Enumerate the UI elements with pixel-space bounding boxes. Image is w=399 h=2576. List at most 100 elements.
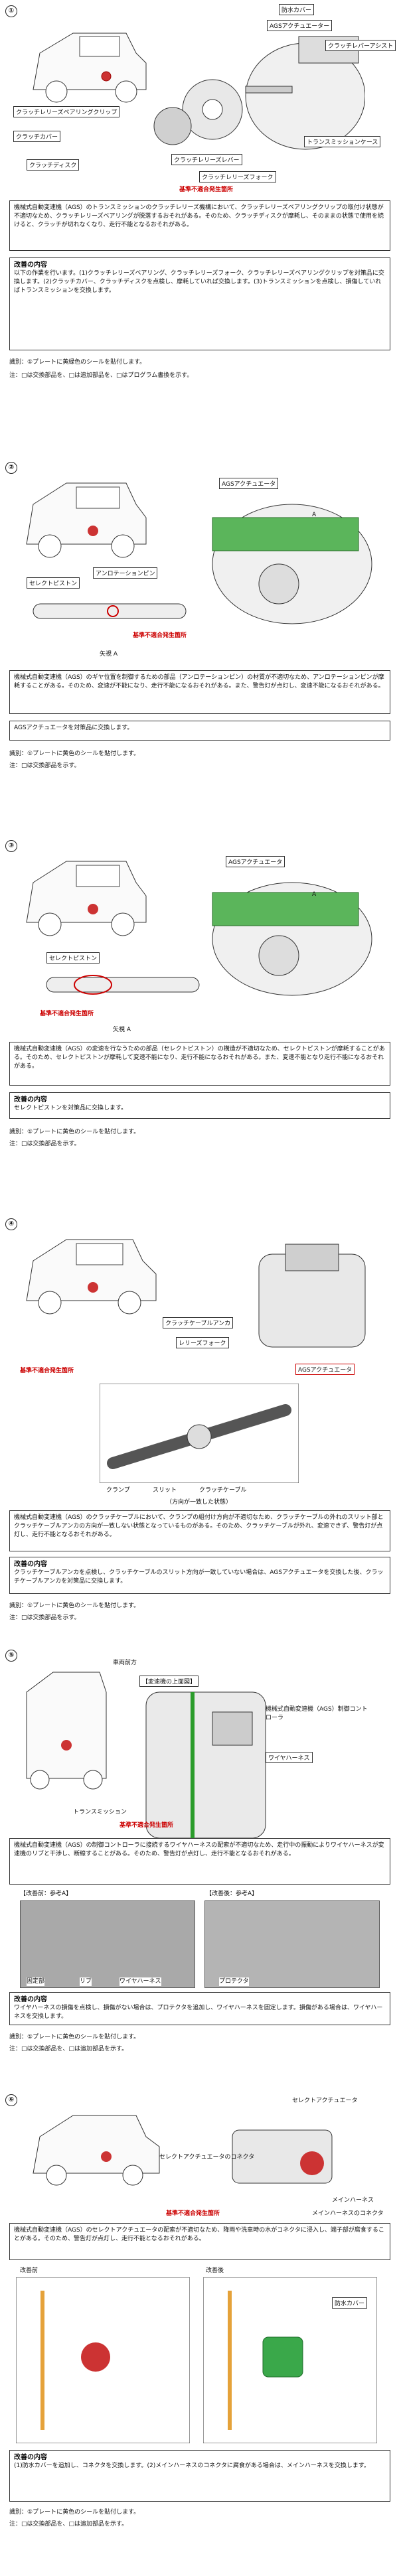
a-marker: A	[312, 891, 317, 898]
marking-legend: 注：□は交換部品を示す。	[9, 1614, 80, 1621]
fix-content-box: 改善の内容 以下の作業を行います。(1)クラッチレリーズベアリング、クラッチレリ…	[9, 257, 390, 350]
fix-title: 改善の内容	[14, 1561, 47, 1568]
ags-top-view-label: 【変速機の上面図】	[139, 1676, 199, 1687]
transmission-label: トランスミッション	[73, 1809, 127, 1816]
section-1: ① 防水カバー AGSアクチュエーター クラッチレバーアシスト クラッチレリーズ…	[0, 0, 399, 445]
vehicle-front-label: 車両前方	[113, 1660, 137, 1666]
vehicle-illustration	[26, 1672, 107, 1790]
transmission-case-label: トランスミッションケース	[304, 136, 381, 147]
section-number: ④	[5, 1218, 17, 1230]
vehicle-illustration	[33, 2115, 160, 2186]
section-3: ③ AGSアクチュエータ A セレクトピストン 基準不適合発生箇所 矢視 A 機…	[0, 836, 399, 1208]
fix-content-box: AGSアクチュエータを対策品に交換します。	[9, 721, 390, 741]
ags-actuator-label: AGSアクチュエーター	[267, 20, 333, 31]
marking-legend: 注：□は交換部品を、□は追加部品を、□はプログラム書換を示す。	[9, 372, 193, 379]
ags-actuator-label: AGSアクチュエータ	[295, 1364, 355, 1375]
waterproof-cover-label: 防水カバー	[332, 2297, 368, 2309]
main-harness-label: メインハーネス	[332, 2197, 374, 2204]
defect-location-label: 基準不適合発生箇所	[166, 2210, 220, 2217]
ags-actuator-illustration	[212, 882, 372, 996]
ags-actuator-label: AGSアクチュエータ	[219, 478, 279, 489]
select-actuator-illustration	[232, 2129, 333, 2184]
section-number: ③	[5, 840, 17, 852]
select-piston-illustration	[46, 975, 200, 995]
ags-actuator-illustration	[212, 504, 372, 624]
vehicle-illustration	[26, 482, 147, 558]
ags-actuator-label: AGSアクチュエータ	[226, 856, 285, 867]
fix-content-box: 改善の内容 ワイヤハーネスの損傷を点検し、損傷がない場合は、プロテクタを追加し、…	[9, 1992, 390, 2025]
section-5: ⑤ 車両前方 【変速機の上面図】 機械式自動変速機（AGS）制御コントローラ ワ…	[0, 1646, 399, 2084]
release-fork-label: レリーズフォーク	[176, 1337, 229, 1348]
harness-label: ワイヤハーネス	[120, 1977, 161, 1986]
marking-legend: 注：□は交換部品を、□は追加部品を示す。	[9, 2521, 128, 2528]
dust-cover-label: 防水カバー	[279, 4, 315, 15]
view-a-label: 矢視 A	[100, 651, 118, 658]
clutch-cable-anchor-label: クラッチケーブルアンカ	[163, 1317, 234, 1328]
section-2: ② AGSアクチュエータ A セレクトピストン アンロテーションピン 基準不適合…	[0, 458, 399, 829]
fix-text: 以下の作業を行います。(1)クラッチレリーズベアリング、クラッチレリーズフォーク…	[14, 270, 384, 294]
defect-description: 機械式自動変速機（AGS）の変速を行なうための部品（セレクトピストン）の構造が不…	[9, 1042, 390, 1086]
fix-text: クラッチケーブルアンカを点検し、クラッチケーブルのスリット方向が一致していない場…	[14, 1569, 384, 1585]
before-photo	[20, 1900, 195, 1988]
protector-label: プロテクタ	[219, 1977, 249, 1986]
fix-text: ワイヤハーネスの損傷を点検し、損傷がない場合は、プロテクタを追加し、ワイヤハーネ…	[14, 2005, 383, 2020]
transmission-top-illustration	[145, 1691, 266, 1839]
clutch-cable-detail-illustration	[100, 1384, 299, 1483]
fix-text: セレクトピストンを対策品に交換します。	[14, 1105, 127, 1111]
defect-location-label: 基準不適合発生箇所	[133, 632, 187, 639]
after-label: 【改善後：参考A】	[206, 1891, 258, 1897]
clamp-before-label: 固定部	[27, 1977, 45, 1986]
clutch-cover-label: クラッチカバー	[13, 131, 61, 142]
select-actuator-label: セレクトアクチュエータ	[292, 2098, 358, 2104]
select-piston-label: セレクトピストン	[27, 577, 80, 589]
clutch-cable-label: クラッチケーブル	[199, 1487, 247, 1494]
defect-description: 機械式自動変速機（AGS）のギヤ位置を制御するための部品（アンロテーションピン）…	[9, 670, 390, 714]
marking-text: 識別：①プレートに黄色のシールを貼付します。	[9, 1603, 140, 1609]
fix-title: 改善の内容	[14, 261, 47, 269]
clamp-label: クランプ	[106, 1487, 130, 1494]
vehicle-illustration	[26, 861, 147, 936]
a-marker: A	[312, 512, 317, 518]
fix-content-box: 改善の内容 クラッチケーブルアンカを点検し、クラッチケーブルのスリット方向が一致…	[9, 1557, 390, 1594]
defect-description: 機械式自動変速機（AGS）のトランスミッションのクラッチレリーズ機構において、ク…	[9, 200, 390, 251]
defect-location-label: 基準不適合発生箇所	[120, 1822, 174, 1829]
clutch-lever-assist-label: クラッチレバーアシスト	[325, 40, 396, 51]
before-diagram	[16, 2277, 190, 2443]
marking-legend: 注：□は交換部品を示す。	[9, 762, 80, 769]
fix-content-box: 改善の内容 セレクトピストンを対策品に交換します。	[9, 1092, 390, 1119]
section-6: ⑥ セレクトアクチュエータ セレクトアクチュエータのコネクタ メインハーネス メ…	[0, 2090, 399, 2576]
before-label: 改善前	[20, 2267, 39, 2274]
defect-description: 機械式自動変速機（AGS）のクラッチケーブルにおいて、クランプの組付け方向が不適…	[9, 1510, 390, 1551]
clutch-release-fork-label: クラッチレリーズフォーク	[199, 171, 276, 182]
fix-text: (1)防水カバーを追加し、コネクタを交換します。(2)メインハーネスのコネクタに…	[14, 2463, 370, 2469]
section-number: ⑥	[5, 2094, 17, 2106]
defect-location-label: 基準不適合発生箇所	[20, 1368, 74, 1374]
section-4: ④ クラッチケーブルアンカ レリーズフォーク AGSアクチュエータ 基準不適合発…	[0, 1214, 399, 1639]
fix-title: 改善の内容	[14, 2454, 47, 2461]
marking-legend: 注：□は交換部品を示す。	[9, 1141, 80, 1147]
select-piston-label: セレクトピストン	[46, 952, 100, 964]
ags-controller-label: 機械式自動変速機（AGS）制御コントローラ	[266, 1706, 368, 1721]
main-connector-label: メインハーネスのコネクタ	[312, 2210, 384, 2217]
after-label: 改善後	[206, 2267, 224, 2274]
fix-text: AGSアクチュエータを対策品に交換します。	[14, 725, 133, 731]
clutch-disc-label: クラッチディスク	[27, 159, 80, 171]
section-number: ①	[5, 5, 17, 17]
vehicle-illustration	[33, 33, 147, 103]
fix-title: 改善の内容	[14, 1096, 47, 1104]
vehicle-illustration	[26, 1239, 157, 1315]
defect-description: 機械式自動変速機（AGS）のセレクトアクチュエータの配索が不適切なため、降雨や洗…	[9, 2223, 390, 2260]
marking-legend: 注：□は交換部品を、□は追加部品を示す。	[9, 2046, 128, 2052]
anchor-pin-label: アンロテーションピン	[93, 567, 158, 579]
before-label: 【改善前：参考A】	[20, 1891, 72, 1897]
marking-text: 識別：①プレートに黄色のシールを貼付します。	[9, 2509, 140, 2516]
select-piston-illustration	[33, 603, 187, 619]
defect-location-label: 基準不適合発生箇所	[40, 1011, 94, 1017]
marking-text: 識別：①プレートに黄色のシールを貼付します。	[9, 2034, 140, 2040]
fix-content-box: 改善の内容 (1)防水カバーを追加し、コネクタを交換します。(2)メインハーネス…	[9, 2450, 390, 2502]
connector-label: セレクトアクチュエータのコネクタ	[159, 2154, 255, 2161]
marking-text: 識別：①プレートに黄色のシールを貼付します。	[9, 751, 140, 757]
section-number: ②	[5, 462, 17, 474]
fix-title: 改善の内容	[14, 1996, 47, 2003]
rib-label: リブ	[80, 1977, 92, 1986]
